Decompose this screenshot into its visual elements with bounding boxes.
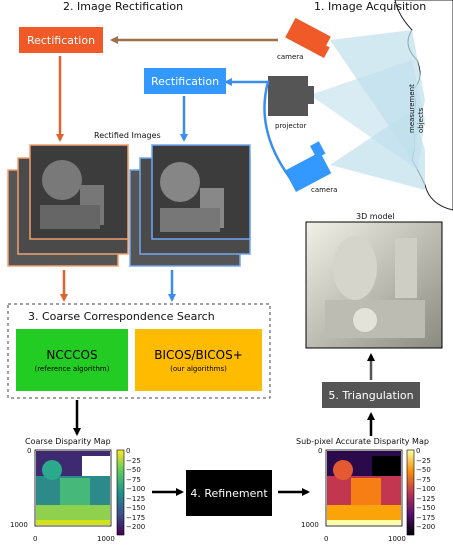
subpixel-y-tick-0: 0 — [318, 447, 323, 455]
coarse-cbar-tick: −150 — [126, 504, 146, 512]
coarse-x-tick-0: 0 — [33, 535, 38, 543]
subpixel-y-tick-1000: 1000 — [301, 521, 319, 529]
subpixel-cbar-tick: −25 — [416, 456, 431, 465]
measurement-objects-label: measurement objects — [408, 84, 425, 133]
coarse-map-title: Coarse Disparity Map — [25, 437, 111, 446]
subpixel-cbar-tick: −125 — [416, 494, 436, 503]
bicos-subtitle: (our algorithms) — [170, 364, 227, 373]
stage-title-acquisition: 1. Image Acquisition — [314, 0, 427, 13]
coarse-y-tick-0: 0 — [27, 447, 32, 455]
coarse-y-tick-1000: 1000 — [10, 521, 28, 529]
coarse-x-tick-1000: 1000 — [97, 535, 115, 543]
coarse-cbar-tick: −125 — [126, 494, 146, 503]
triangulation-box: 5. Triangulation — [322, 382, 420, 408]
subpixel-cbar-tick: −175 — [416, 513, 436, 522]
subpixel-colorbar — [406, 449, 415, 536]
subpixel-cbar-tick: −50 — [416, 466, 431, 474]
camera-top-label: camera — [277, 53, 304, 61]
ncccos-subtitle: (reference algorithm) — [34, 364, 110, 373]
subpixel-x-tick-1000: 1000 — [388, 535, 406, 543]
subpixel-x-tick-0: 0 — [324, 535, 329, 543]
subpixel-cbar-tick: −200 — [416, 523, 436, 531]
subpixel-colorbar-ticks: 0 −25 −50 −75 −100 −125 −150 −175 −200 — [416, 447, 435, 533]
projector-icon — [268, 76, 314, 116]
subpixel-cbar-tick: −100 — [416, 485, 436, 493]
bicos-title: BICOS/BICOS+ — [154, 347, 243, 362]
subpixel-disparity-map — [325, 449, 403, 527]
subpixel-map-title: Sub-pixel Accurate Disparity Map — [296, 437, 429, 446]
rectification-box-blue: Rectification — [144, 68, 226, 94]
ncccos-box: NCCCOS (reference algorithm) — [16, 329, 128, 391]
coarse-cbar-tick: −50 — [126, 466, 141, 474]
coarse-disparity-map — [34, 449, 112, 527]
model-3d-label: 3D model — [356, 212, 395, 221]
stage-title-rectification: 2. Image Rectification — [63, 0, 184, 13]
subpixel-cbar-tick: 0 — [416, 447, 421, 455]
subpixel-cbar-tick: −150 — [416, 504, 436, 512]
subpixel-cbar-tick: −75 — [416, 475, 431, 484]
ncccos-title: NCCCOS — [46, 347, 98, 362]
arrow-camera-to-rect-blue — [224, 78, 292, 179]
coarse-cbar-tick: −200 — [126, 523, 146, 531]
light-beam-bottom — [330, 110, 425, 190]
coarse-cbar-tick: 0 — [126, 447, 131, 455]
refinement-box: 4. Refinement — [186, 470, 272, 516]
camera-top-icon — [285, 17, 331, 58]
projector-label: projector — [275, 122, 307, 130]
camera-bottom-icon — [284, 141, 332, 192]
rectified-images-left — [7, 144, 129, 267]
camera-bottom-label: camera — [311, 186, 338, 194]
stage-title-coarse: 3. Coarse Correspondence Search — [28, 310, 215, 323]
coarse-cbar-tick: −100 — [126, 485, 146, 493]
coarse-colorbar — [116, 449, 125, 536]
coarse-cbar-tick: −75 — [126, 475, 141, 484]
bicos-box: BICOS/BICOS+ (our algorithms) — [135, 329, 262, 391]
rectified-images-right — [129, 144, 251, 267]
model-3d-render — [305, 221, 443, 349]
rectification-box-orange: Rectification — [19, 27, 103, 53]
rectified-images-label: Rectified Images — [94, 131, 161, 140]
coarse-cbar-tick: −25 — [126, 456, 141, 465]
coarse-search-frame — [7, 303, 271, 399]
coarse-cbar-tick: −175 — [126, 513, 146, 522]
coarse-colorbar-ticks: 0 −25 −50 −75 −100 −125 −150 −175 −200 — [126, 447, 145, 533]
